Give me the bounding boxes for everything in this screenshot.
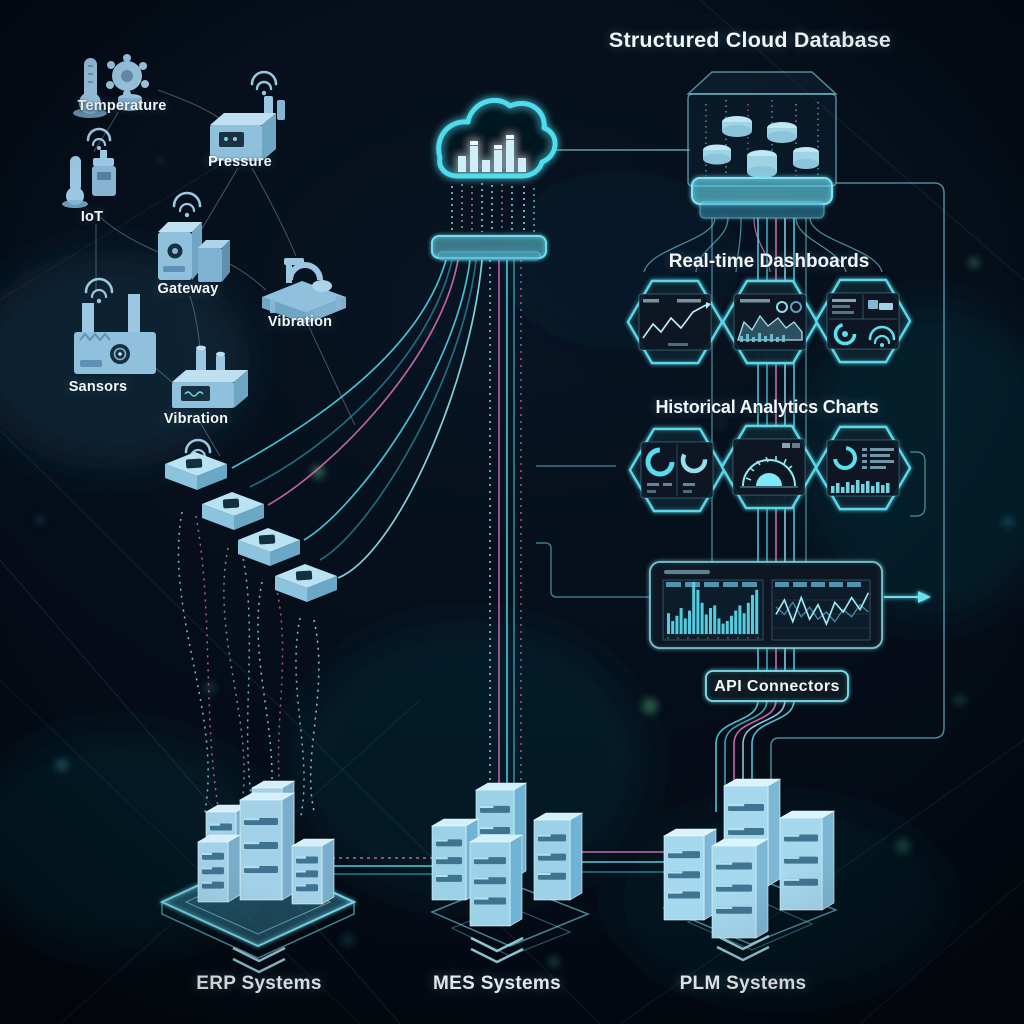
edge-device-4 [275,564,337,602]
server-tower [196,834,242,903]
mes-systems-label: MES Systems [433,973,561,994]
cloud-bar-chart-icon [436,97,558,179]
server-tower [468,834,524,927]
iot-label: IoT [80,209,104,225]
stream-collector-bar [431,235,547,261]
analytics-hexagons [628,424,912,513]
plm-systems-label: PLM Systems [679,973,807,994]
gateway-icon [158,191,230,282]
panel-bar-chart [662,579,764,641]
pressure-icon [210,70,285,161]
analytics-hex-donuts [628,427,726,513]
edge-device-2 [202,492,264,530]
server-tower [532,812,584,901]
panel-line-chart [771,579,871,641]
server-tower [290,838,336,905]
sensors-label: Sansors [68,379,128,395]
database-base-platform [691,177,833,219]
vibration-bottom-label: Vibration [163,411,229,427]
pressure-label: Pressure [208,154,272,170]
iot-icon [62,127,116,208]
edge-devices [165,438,337,602]
cloud-database-box [686,71,838,219]
temperature-label: Temperature [77,98,167,114]
server-tower [778,810,836,911]
server-tower [238,792,296,901]
vibration-right-label: Vibration [267,314,333,330]
edge-device-3 [238,528,300,566]
database-title: Structured Cloud Database [608,28,892,52]
api-connectors-label: API Connectors [714,678,840,695]
analytics-title: Historical Analytics Charts [655,397,879,417]
realtime-hex-area-chart [721,279,819,365]
realtime-hexagons [626,278,912,365]
gateway-label: Gateway [157,281,219,297]
server-tower [662,828,718,921]
dashboards-title: Real-time Dashboards [668,251,870,272]
server-tower [710,838,770,939]
erp-systems-label: ERP Systems [196,973,322,994]
